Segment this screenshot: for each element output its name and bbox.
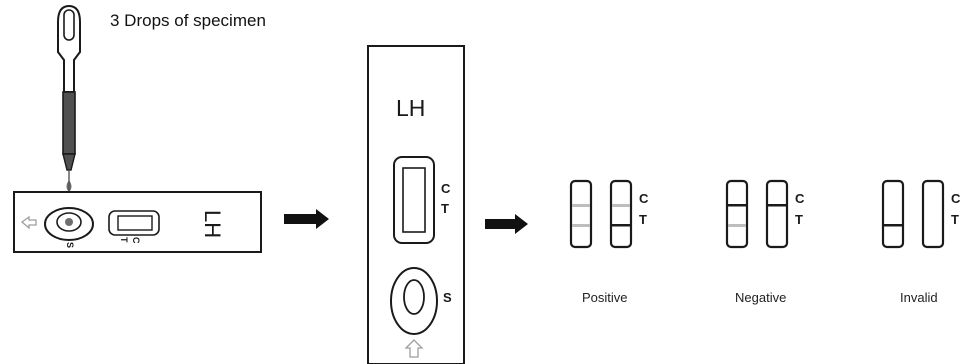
cassette-horizontal (13, 191, 262, 253)
control-line (768, 204, 786, 207)
result-label-negative: Negative (735, 290, 787, 305)
test-mark: T (639, 212, 647, 227)
control-mark: C (441, 181, 451, 196)
test-strip (609, 179, 633, 249)
test-strip (921, 179, 945, 249)
cassette-name-label: LH (396, 95, 426, 121)
result-negative (725, 179, 789, 249)
cassette-name-label: LH (200, 210, 225, 239)
control-mark: C (795, 191, 805, 206)
test-line (612, 224, 630, 227)
test-mark: T (119, 237, 129, 243)
test-strip (569, 179, 593, 249)
test-mark: T (795, 212, 803, 227)
test-line (572, 224, 590, 227)
control-mark: C (951, 191, 961, 206)
test-strip (765, 179, 789, 249)
sample-mark: S (443, 290, 452, 305)
result-window (117, 215, 153, 231)
test-mark: T (441, 201, 449, 216)
result-label-positive: Positive (582, 290, 628, 305)
test-strip (881, 179, 905, 249)
sample-well (403, 279, 425, 315)
sample-pointer-arrow-icon (20, 215, 37, 230)
control-mark: C (639, 191, 649, 206)
test-line (728, 224, 746, 227)
arrow-right-icon (485, 214, 528, 234)
instruction-text: 3 Drops of specimen (110, 11, 266, 30)
arrow-right-icon (284, 209, 329, 229)
cassette-vertical (367, 45, 465, 364)
result-label-invalid: Invalid (900, 290, 938, 305)
test-mark: T (951, 212, 959, 227)
control-line (572, 204, 590, 207)
sample-mark: S (65, 242, 75, 249)
control-mark: C (131, 237, 141, 244)
result-invalid (881, 179, 945, 249)
control-line (612, 204, 630, 207)
sample-pointer-arrow-icon (404, 339, 424, 358)
dropper-icon (57, 4, 81, 171)
result-window (402, 167, 426, 233)
test-strip (725, 179, 749, 249)
test-line (884, 224, 902, 227)
result-positive (569, 179, 633, 249)
control-line (728, 204, 746, 207)
